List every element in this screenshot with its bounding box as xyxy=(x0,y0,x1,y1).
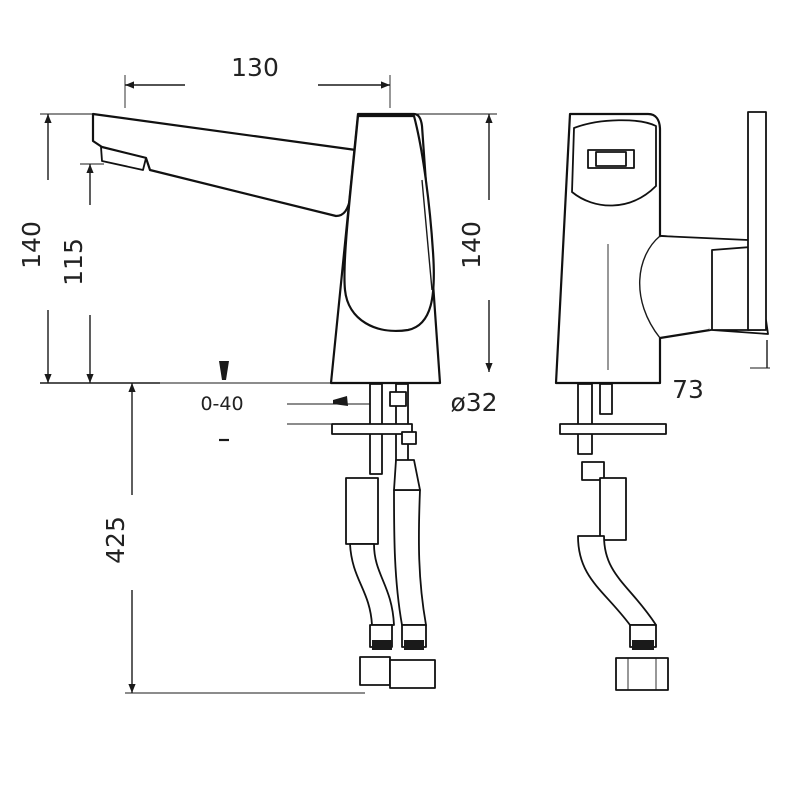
dim-depth: 73 xyxy=(672,375,704,404)
faucet-side-view xyxy=(554,111,769,691)
dimension-labels: 130 140 115 140 0-40 ø32 73 425 xyxy=(17,53,704,564)
dim-base-diameter: ø32 xyxy=(450,388,497,417)
dim-hose-length: 425 xyxy=(101,516,130,564)
dim-height-total-left: 140 xyxy=(17,221,46,269)
dim-spout-reach: 130 xyxy=(231,53,279,82)
dim-deck-thickness: 0-40 xyxy=(200,393,243,415)
dimension-lines xyxy=(40,75,770,694)
faucet-front-view xyxy=(91,112,442,689)
lever-handle xyxy=(343,114,435,333)
dim-height-outlet: 115 xyxy=(59,238,88,286)
aerator xyxy=(100,146,147,171)
dim-height-total-right: 140 xyxy=(457,221,486,269)
